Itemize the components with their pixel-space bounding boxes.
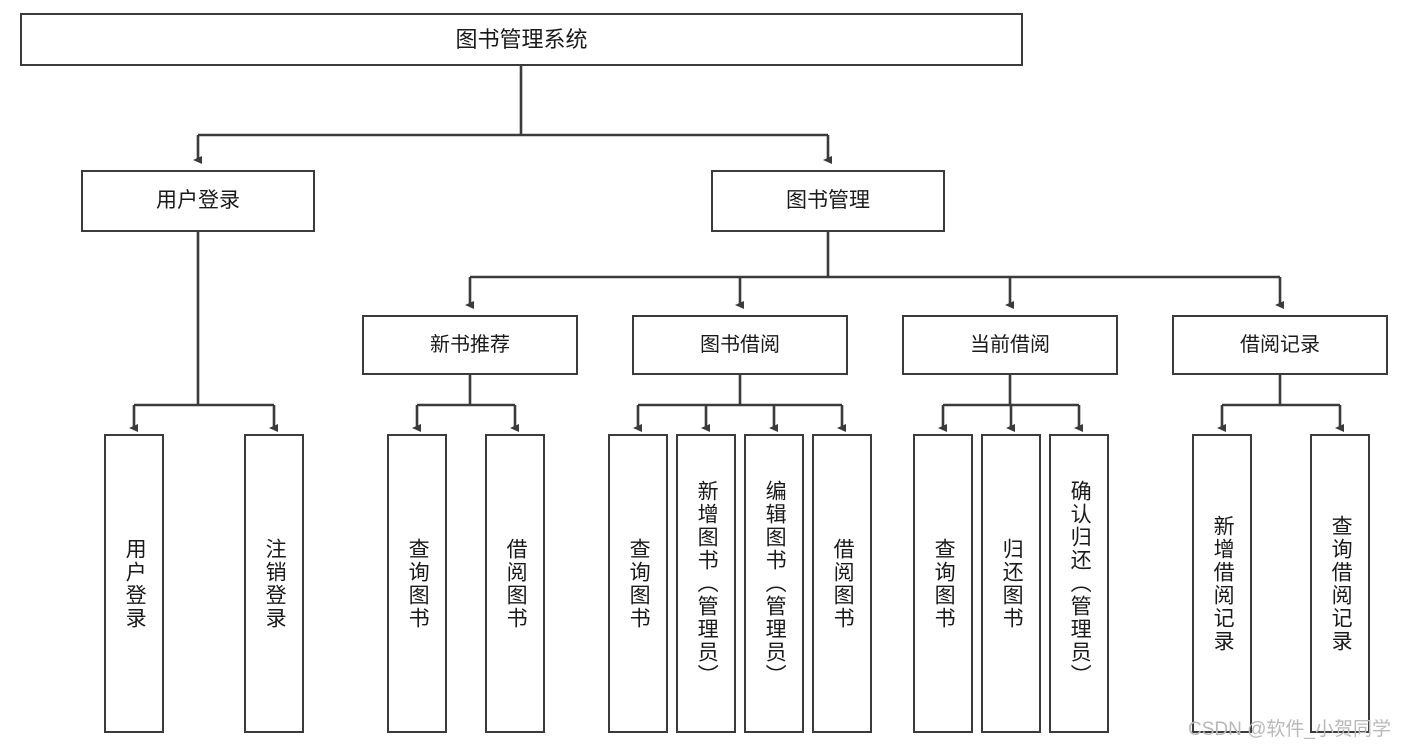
node-label: 图书借阅 [700, 333, 780, 356]
leaf-current-borrow-query-book[interactable]: 查询图书 [913, 434, 973, 733]
leaf-user-login-logout[interactable]: 注销登录 [244, 434, 304, 733]
leaf-current-borrow-return-book[interactable]: 归还图书 [981, 434, 1041, 733]
leaf-book-borrow-query-book[interactable]: 查询图书 [608, 434, 668, 733]
leaf-borrow-record-add-record[interactable]: 新增借阅记录 [1192, 434, 1252, 733]
node-book-management[interactable]: 图书管理 [711, 170, 945, 232]
node-label: 查询借阅记录 [1329, 514, 1353, 653]
node-user-login[interactable]: 用户登录 [81, 170, 315, 232]
node-label: 新增图书（管理员） [695, 480, 719, 687]
node-label: 确认归还（管理员） [1068, 480, 1092, 687]
leaf-new-book-query-book[interactable]: 查询图书 [387, 434, 447, 733]
node-label: 借阅图书 [504, 537, 528, 630]
node-label: 编辑图书（管理员） [763, 480, 787, 687]
node-label: 图书管理 [786, 188, 870, 212]
leaf-book-borrow-edit-book-admin[interactable]: 编辑图书（管理员） [744, 434, 804, 733]
node-new-book-recommend[interactable]: 新书推荐 [362, 315, 578, 375]
node-label: 归还图书 [1000, 537, 1024, 630]
node-current-borrow[interactable]: 当前借阅 [902, 315, 1118, 375]
node-label: 新增借阅记录 [1211, 514, 1235, 653]
leaf-book-borrow-add-book-admin[interactable]: 新增图书（管理员） [676, 434, 736, 733]
leaf-borrow-record-query-record[interactable]: 查询借阅记录 [1310, 434, 1370, 733]
node-label: 查询图书 [406, 537, 430, 630]
node-borrow-record[interactable]: 借阅记录 [1172, 315, 1388, 375]
node-label: 注销登录 [263, 537, 287, 630]
node-label: 查询图书 [627, 537, 651, 630]
node-label: 新书推荐 [430, 333, 510, 356]
node-label: 当前借阅 [970, 333, 1050, 356]
leaf-book-borrow-borrow-book[interactable]: 借阅图书 [812, 434, 872, 733]
node-label: 借阅记录 [1240, 333, 1320, 356]
leaf-new-book-borrow-book[interactable]: 借阅图书 [485, 434, 545, 733]
node-label: 用户登录 [156, 188, 240, 212]
leaf-current-borrow-confirm-return-admin[interactable]: 确认归还（管理员） [1049, 434, 1109, 733]
node-label: 借阅图书 [831, 537, 855, 630]
node-label: 用户登录 [123, 537, 147, 630]
node-root-book-management-system[interactable]: 图书管理系统 [20, 13, 1023, 66]
node-book-borrow[interactable]: 图书借阅 [632, 315, 848, 375]
leaf-user-login-login[interactable]: 用户登录 [104, 434, 164, 733]
watermark: CSDN @软件_小贺同学 [1188, 719, 1391, 740]
node-label: 图书管理系统 [455, 26, 588, 52]
node-label: 查询图书 [932, 537, 956, 630]
